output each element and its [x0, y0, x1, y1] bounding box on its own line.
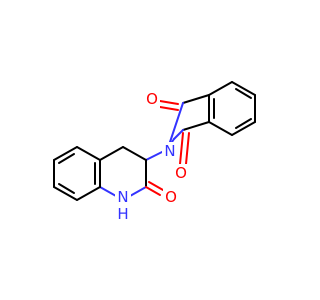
bond — [148, 181, 164, 191]
bond — [182, 121, 210, 131]
bond — [235, 88, 252, 99]
nitrogen-atom-label: N — [117, 188, 128, 206]
oxygen-atom-label: O — [165, 188, 177, 206]
atom-labels: O N O O N H — [115, 90, 189, 223]
nitrogen-atom-label: N — [164, 142, 175, 160]
bond — [231, 121, 256, 136]
bond — [231, 81, 256, 96]
bond — [58, 153, 75, 164]
hydrogen-atom-label: H — [117, 205, 128, 223]
bond — [182, 94, 210, 104]
bond — [208, 81, 233, 96]
bond — [169, 102, 184, 143]
bond — [129, 186, 147, 197]
bond — [58, 183, 75, 194]
bond — [185, 132, 190, 165]
bond — [99, 146, 124, 161]
bond — [159, 106, 179, 111]
molecule-diagram: O N O O N H — [53, 81, 256, 223]
bond — [53, 186, 78, 201]
bond — [208, 121, 233, 136]
bond — [179, 132, 184, 165]
bond — [235, 118, 252, 129]
oxygen-atom-label: O — [175, 164, 187, 182]
bond — [173, 129, 184, 140]
bonds — [53, 81, 256, 201]
bond — [76, 186, 101, 201]
bond — [171, 138, 175, 143]
bond — [76, 146, 101, 161]
bond — [99, 186, 117, 197]
bond — [122, 146, 147, 161]
oxygen-atom-label: O — [146, 90, 158, 108]
bond — [53, 146, 78, 161]
bond — [145, 186, 161, 196]
bond — [159, 100, 179, 105]
